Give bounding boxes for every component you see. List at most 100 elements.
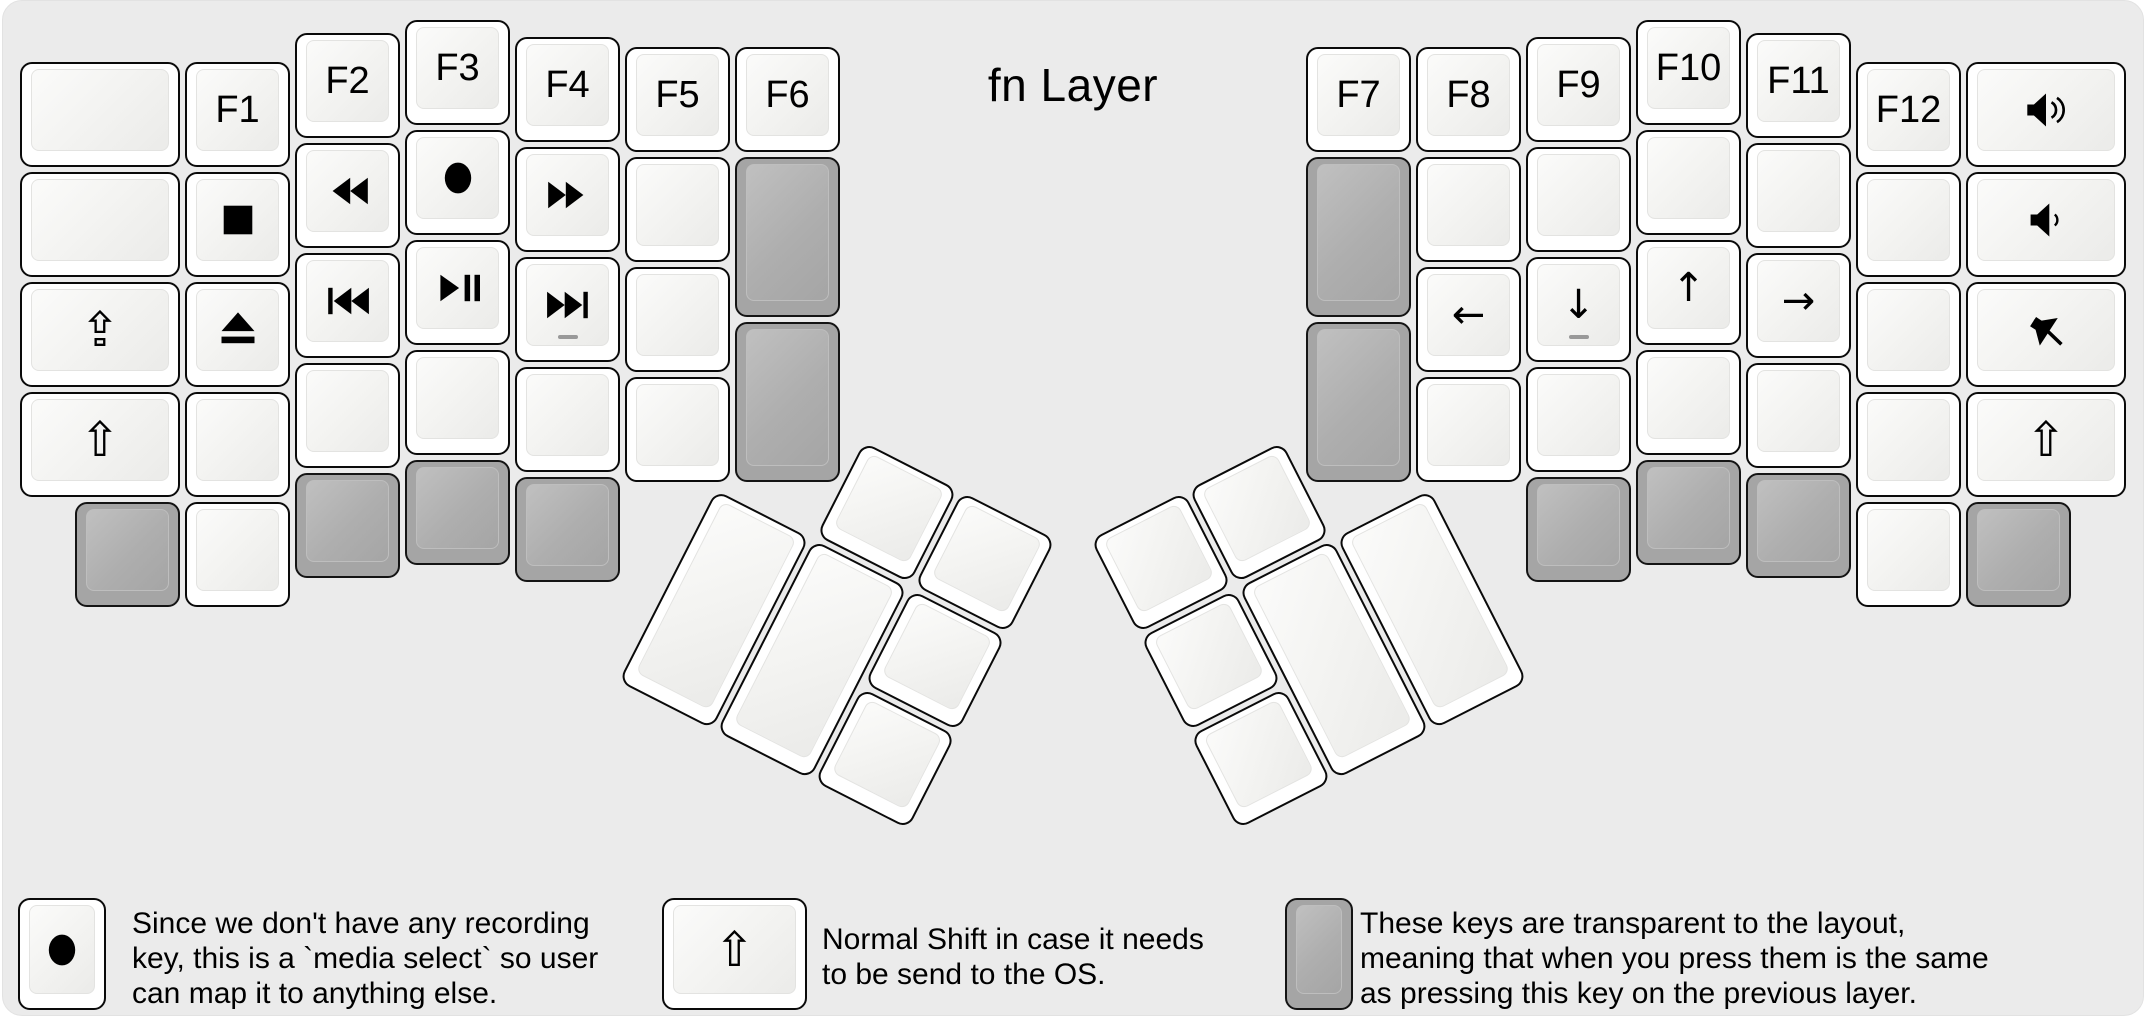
- key-f11[interactable]: F11: [1746, 33, 1851, 138]
- key-record[interactable]: [405, 130, 510, 235]
- key-next-track[interactable]: [515, 257, 620, 362]
- key-cap: [31, 69, 169, 151]
- shift-icon: ⇧: [2025, 412, 2067, 468]
- key-f9[interactable]: F9: [1526, 37, 1631, 142]
- key-f8[interactable]: F8: [1416, 47, 1521, 152]
- key-blank[interactable]: [295, 363, 400, 468]
- key-blank[interactable]: [20, 172, 180, 277]
- key-shift[interactable]: ⇧: [1966, 392, 2126, 497]
- key-arrow-left[interactable]: ←: [1416, 267, 1521, 372]
- key-blank[interactable]: [185, 502, 290, 607]
- key-caps-lock[interactable]: ⇪: [20, 282, 180, 387]
- key-transparent[interactable]: [735, 322, 840, 482]
- key-transparent[interactable]: [735, 157, 840, 317]
- key-blank[interactable]: [1636, 130, 1741, 235]
- key-cap: [831, 699, 943, 810]
- key-f2[interactable]: F2: [295, 33, 400, 138]
- key-blank[interactable]: [625, 377, 730, 482]
- key-cap: [306, 150, 389, 232]
- key-play-pause[interactable]: [405, 240, 510, 345]
- key-arrow-down[interactable]: ↓: [1526, 257, 1631, 362]
- key-transparent[interactable]: [1966, 502, 2071, 607]
- key-arrow-right[interactable]: →: [1746, 253, 1851, 358]
- previous-track-icon: [321, 279, 375, 323]
- key-blank[interactable]: [1636, 350, 1741, 455]
- key-cap: [1647, 137, 1730, 219]
- key-transparent[interactable]: [75, 502, 180, 607]
- legend-text-line: can map it to anything else.: [132, 977, 498, 1010]
- key-arrow-up[interactable]: ↑: [1636, 240, 1741, 345]
- key-mute[interactable]: [1966, 282, 2126, 387]
- legend-text-line: Since we don't have any recording: [132, 907, 590, 940]
- key-cap: [86, 509, 169, 591]
- key-f1[interactable]: F1: [185, 62, 290, 167]
- key-f6[interactable]: F6: [735, 47, 840, 152]
- key-cap: F5: [636, 54, 719, 136]
- shift-icon: ⇧: [714, 921, 755, 978]
- rewind-icon: [321, 169, 375, 213]
- key-stop[interactable]: [185, 172, 290, 277]
- key-blank[interactable]: [20, 62, 180, 167]
- key-f5[interactable]: F5: [625, 47, 730, 152]
- key-cap: [1203, 699, 1315, 810]
- key-f7[interactable]: F7: [1306, 47, 1411, 152]
- key-cap: [1867, 399, 1950, 481]
- key-cap: ↓: [1537, 264, 1620, 346]
- record-icon: [431, 156, 485, 200]
- key-blank[interactable]: [515, 367, 620, 472]
- key-blank[interactable]: [625, 267, 730, 372]
- key-blank[interactable]: [1856, 502, 1961, 607]
- key-blank[interactable]: [1856, 282, 1961, 387]
- key-previous-track[interactable]: [295, 253, 400, 358]
- key-label: F11: [1767, 59, 1830, 102]
- key-cap: [196, 399, 279, 481]
- key-eject[interactable]: [185, 282, 290, 387]
- key-cap: [1537, 374, 1620, 456]
- key-transparent[interactable]: [405, 460, 510, 565]
- key-cap: [1757, 480, 1840, 562]
- key-blank[interactable]: [405, 350, 510, 455]
- key-blank[interactable]: [1856, 392, 1961, 497]
- key-cap: F7: [1317, 54, 1400, 136]
- caps-lock-icon: ⇪: [79, 302, 121, 358]
- key-blank[interactable]: [1856, 172, 1961, 277]
- key-blank[interactable]: [1416, 377, 1521, 482]
- key-blank[interactable]: [185, 392, 290, 497]
- key-transparent[interactable]: [1526, 477, 1631, 582]
- key-cap: [1537, 484, 1620, 566]
- key-cap: [1153, 601, 1265, 712]
- key-cap: ↑: [1647, 247, 1730, 329]
- key-label: F3: [435, 46, 480, 89]
- key-blank[interactable]: [1526, 367, 1631, 472]
- key-blank[interactable]: [1526, 147, 1631, 252]
- key-transparent[interactable]: [1636, 460, 1741, 565]
- key-blank[interactable]: [625, 157, 730, 262]
- record-icon: [35, 928, 89, 972]
- key-f4[interactable]: F4: [515, 37, 620, 142]
- key-blank[interactable]: [1416, 157, 1521, 262]
- key-f3[interactable]: F3: [405, 20, 510, 125]
- key-f10[interactable]: F10: [1636, 20, 1741, 125]
- key-transparent[interactable]: [1306, 322, 1411, 482]
- key-cap: ←: [1427, 274, 1510, 356]
- key-transparent[interactable]: [515, 477, 620, 582]
- key-fast-forward[interactable]: [515, 147, 620, 252]
- legend-shift-key: ⇧: [662, 898, 807, 1010]
- homing-bar: [1568, 335, 1589, 339]
- key-cap: F11: [1757, 40, 1840, 122]
- key-f12[interactable]: F12: [1856, 62, 1961, 167]
- key-transparent[interactable]: [1746, 473, 1851, 578]
- key-cap: F2: [306, 40, 389, 122]
- key-volume-up[interactable]: [1966, 62, 2126, 167]
- key-cap: [1647, 467, 1730, 549]
- key-transparent[interactable]: [1306, 157, 1411, 317]
- key-blank[interactable]: [1746, 143, 1851, 248]
- key-blank[interactable]: [1746, 363, 1851, 468]
- key-cap: F9: [1537, 44, 1620, 126]
- key-transparent[interactable]: [295, 473, 400, 578]
- key-label: F8: [1446, 73, 1491, 116]
- key-shift[interactable]: ⇧: [20, 392, 180, 497]
- key-rewind[interactable]: [295, 143, 400, 248]
- key-cap: [1867, 179, 1950, 261]
- key-volume-down[interactable]: [1966, 172, 2126, 277]
